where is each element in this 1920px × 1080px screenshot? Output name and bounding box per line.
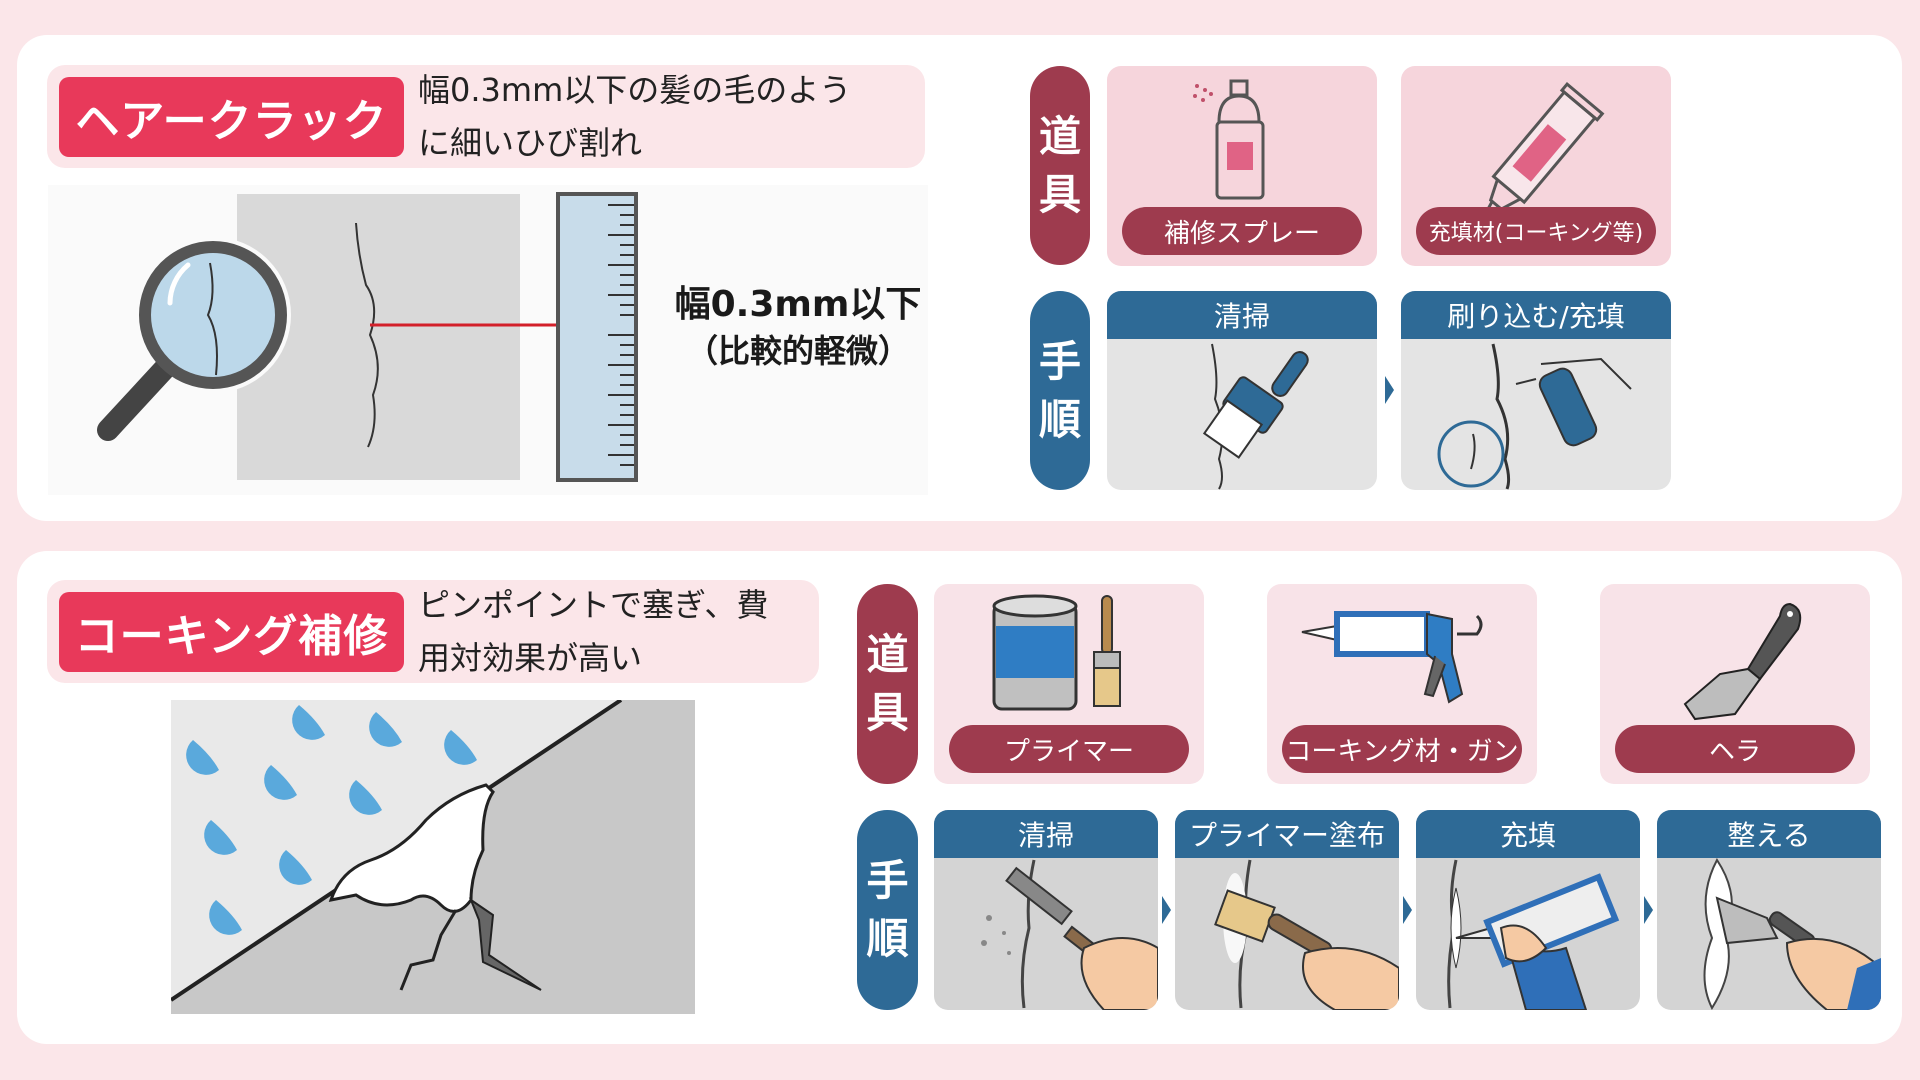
tool-label-caulk: 充填材(コーキング等) xyxy=(1416,207,1656,255)
step-label-primer-apply: プライマー塗布 xyxy=(1175,810,1399,858)
wire-brush-icon xyxy=(981,859,1158,1010)
tool-label-spatula: ヘラ xyxy=(1615,725,1855,773)
description-line-2: に細いひび割れ xyxy=(418,124,643,162)
caulking-title: コーキング補修 xyxy=(59,592,404,672)
description-line-1: ピンポイントで塞ぎ、費 xyxy=(418,586,769,624)
step-arrow-icon xyxy=(1385,376,1394,404)
description-line-2: 用対効果が高い xyxy=(418,639,643,677)
step-label-brush-fill: 刷り込む/充填 xyxy=(1401,291,1671,339)
measure-label-width: 幅0.3mm以下 xyxy=(674,284,922,325)
step-label-cleaning: 清掃 xyxy=(1107,291,1377,339)
step-smoothing: 整える xyxy=(1657,810,1881,1010)
measure-label: 幅0.3mm以下 （比較的軽微） xyxy=(648,282,948,374)
step-primer-apply: プライマー塗布 xyxy=(1175,810,1399,1010)
caulk-tube-icon xyxy=(1478,82,1605,225)
spray-can-icon xyxy=(1193,79,1265,200)
tools-label: 道 具 xyxy=(1030,66,1090,265)
tool-label-primer: プライマー xyxy=(949,725,1189,773)
step-label-cleaning: 清掃 xyxy=(934,810,1158,858)
step-cleaning: 清掃 xyxy=(934,810,1158,1010)
caulking-gun-fill-icon xyxy=(1447,859,1620,1010)
steps-label: 手 順 xyxy=(857,810,918,1010)
hair-crack-title: ヘアークラック xyxy=(59,77,404,157)
cleaning-brush-icon xyxy=(1202,343,1309,490)
step-arrow-icon xyxy=(1644,896,1653,924)
steps-label: 手 順 xyxy=(1030,291,1090,490)
spatula-icon xyxy=(1683,602,1802,721)
step-label-filling: 充填 xyxy=(1416,810,1640,858)
spatula-smooth-icon xyxy=(1703,858,1881,1010)
step-arrow-icon xyxy=(1403,896,1412,924)
tool-tile-repair-spray: 補修スプレー xyxy=(1107,66,1377,266)
caulking-gun-icon xyxy=(1301,611,1483,704)
tool-tile-caulk: 充填材(コーキング等) xyxy=(1401,66,1671,266)
description-line-1: 幅0.3mm以下の髪の毛のよう xyxy=(418,71,852,109)
tools-label: 道 具 xyxy=(857,584,918,784)
tool-label-repair-spray: 補修スプレー xyxy=(1122,207,1362,255)
tool-tile-spatula: ヘラ xyxy=(1600,584,1870,784)
paint-brush-icon xyxy=(1214,859,1399,1010)
hair-crack-illustration xyxy=(48,185,928,495)
step-label-smoothing: 整える xyxy=(1657,810,1881,858)
tool-tile-primer: プライマー xyxy=(934,584,1204,784)
step-filling: 充填 xyxy=(1416,810,1640,1010)
tool-tile-caulking-gun: コーキング材・ガン xyxy=(1267,584,1537,784)
wall-crack-ruler-icon xyxy=(97,192,638,482)
tool-label-caulking-gun: コーキング材・ガン xyxy=(1282,725,1522,773)
primer-can-brush-icon xyxy=(992,594,1121,711)
rain-sealed-crack-icon xyxy=(169,698,695,1014)
measure-label-note: （比較的軽微） xyxy=(685,332,910,370)
spray-fill-icon xyxy=(1437,343,1632,490)
caulking-illustration xyxy=(169,698,695,1014)
step-brush-fill: 刷り込む/充填 xyxy=(1401,291,1671,490)
step-cleaning: 清掃 xyxy=(1107,291,1377,490)
step-arrow-icon xyxy=(1162,896,1171,924)
caulking-description: ピンポイントで塞ぎ、費 用対効果が高い xyxy=(418,579,768,685)
hair-crack-description: 幅0.3mm以下の髪の毛のよう に細いひび割れ xyxy=(418,64,851,170)
